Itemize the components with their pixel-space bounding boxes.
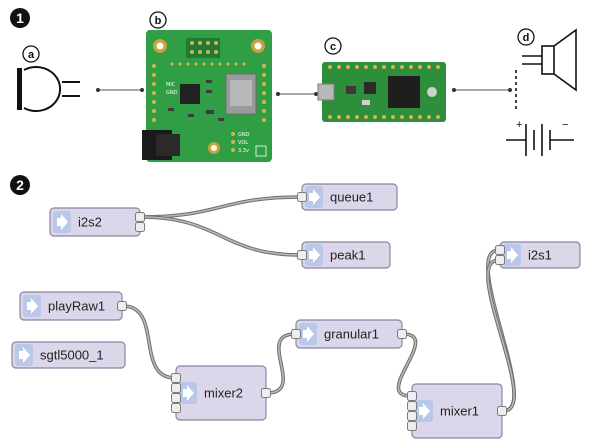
node-mixer2-output-port-0[interactable] [261,388,271,398]
wire-i2s2-to-peak1[interactable] [140,215,302,257]
node-mixer2-input-port-0[interactable] [171,373,181,383]
wire-playRaw1-to-mixer2[interactable] [122,304,176,380]
label-c: c [324,37,342,55]
node-mixer2-input-port-2[interactable] [171,393,181,403]
node-i2s2-output-port-1[interactable] [135,222,145,232]
node-queue1-input-port-0[interactable] [297,192,307,202]
pin-label-vol: VOL [238,140,248,146]
node-i2s1-input-port-0[interactable] [495,245,505,255]
battery-minus-sign: − [562,119,568,131]
wire-granular1-to-mixer1[interactable] [396,332,418,398]
node-label-sgtl5000_1: sgtl5000_1 [40,348,104,363]
node-granular1[interactable]: granular1 [291,319,407,349]
node-mixer1-input-port-2[interactable] [407,411,417,421]
connector-a-b [96,88,144,92]
node-arrow-icon [305,244,323,266]
node-arrow-icon [179,382,197,404]
label-a: a [22,45,40,63]
node-label-i2s2: i2s2 [78,215,102,230]
label-d-text: d [523,32,530,44]
connector-c-d [452,88,512,92]
node-playRaw1-output-port-0[interactable] [117,301,127,311]
node-peak1[interactable]: peak1 [297,241,391,269]
section-badge-1-text: 1 [16,10,24,26]
label-a-text: a [28,49,35,61]
node-label-i2s1: i2s1 [528,248,552,263]
node-arrow-icon [53,211,71,233]
node-sgtl5000_1[interactable]: sgtl5000_1 [11,341,126,369]
node-arrow-icon [415,400,433,422]
node-mixer2-input-port-1[interactable] [171,383,181,393]
panel-1: 1 a b [10,8,577,162]
node-label-mixer1: mixer1 [440,404,479,419]
label-d: d [517,28,535,46]
node-label-queue1: queue1 [330,190,373,205]
node-i2s1[interactable]: i2s1 [495,241,581,269]
node-mixer2-input-port-3[interactable] [171,403,181,413]
node-granular1-output-port-0[interactable] [397,329,407,339]
node-i2s2-output-port-0[interactable] [135,212,145,222]
label-b: b [149,11,167,29]
connector-b-c [276,92,318,96]
teensy-board [317,62,446,122]
node-i2s2[interactable]: i2s2 [49,207,145,237]
node-mixer1-input-port-3[interactable] [407,421,417,431]
node-mixer1-input-port-1[interactable] [407,401,417,411]
node-i2s1-input-port-1[interactable] [495,255,505,265]
node-mixer1-output-port-0[interactable] [497,406,507,416]
label-c-text: c [330,41,336,53]
speaker-icon [515,28,577,112]
microphone-icon [17,66,80,112]
section-badge-2: 2 [10,175,30,195]
node-mixer1-input-port-0[interactable] [407,391,417,401]
battery-icon: + − [506,119,574,156]
battery-plus-sign: + [516,119,522,131]
node-arrow-icon [299,323,317,345]
node-mixer2[interactable]: mixer2 [171,365,271,421]
section-badge-2-text: 2 [16,177,24,193]
panel-2: 2 i2s2 queue1 peak1 i2s1 playRaw1 sgtl5000_1 g… [10,175,581,439]
node-arrow-icon [503,244,521,266]
pin-label-gnd-2: GND [238,132,250,138]
node-arrow-icon [305,186,323,208]
section-badge-1: 1 [10,8,30,28]
node-peak1-input-port-0[interactable] [297,250,307,260]
node-playRaw1[interactable]: playRaw1 [19,291,127,321]
node-mixer1[interactable]: mixer1 [407,383,507,439]
wires-layer [122,195,516,413]
node-arrow-icon [23,295,41,317]
nodes-layer: i2s2 queue1 peak1 i2s1 playRaw1 sgtl5000_1 gra… [11,183,581,439]
node-granular1-input-port-0[interactable] [291,329,301,339]
node-arrow-icon [15,344,33,366]
wire-mixer2-to-granular1[interactable] [266,332,296,395]
pin-label-gnd-1: GND [166,90,178,96]
audio-adaptor-board: MIC GND GND VOL 3.3v [142,30,272,162]
wire-mixer1-to-i2s1[interactable] [486,258,516,413]
node-label-granular1: granular1 [324,327,379,342]
node-label-peak1: peak1 [330,248,365,263]
node-queue1[interactable]: queue1 [297,183,398,211]
label-b-text: b [155,15,162,27]
wire-i2s2-to-queue1[interactable] [140,195,302,219]
node-label-playRaw1: playRaw1 [48,299,105,314]
node-label-mixer2: mixer2 [204,386,243,401]
pin-label-3v3: 3.3v [238,148,249,154]
pin-label-mic: MIC [166,82,176,88]
